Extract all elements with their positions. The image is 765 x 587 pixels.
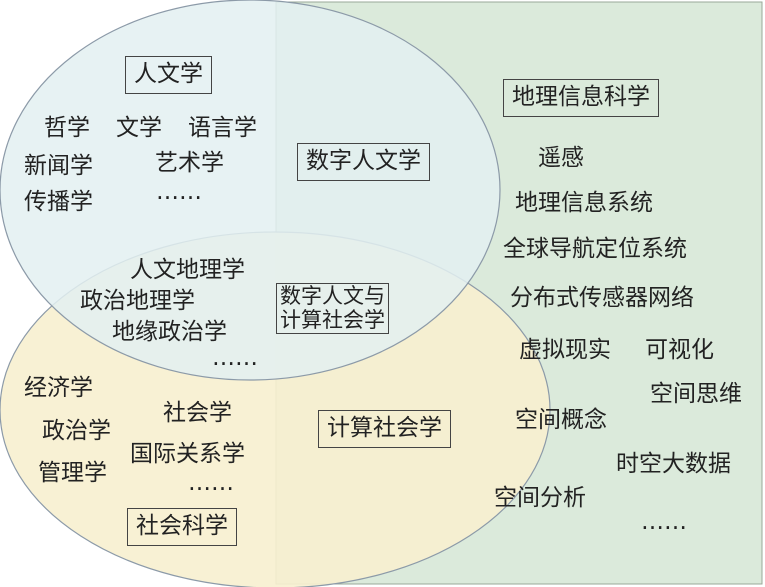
digital-humanities-box: 数字人文学 <box>297 143 430 181</box>
geo-item-spatial-thinking: 空间思维 <box>650 381 742 407</box>
geo-item-spatial-analysis: 空间分析 <box>494 485 586 511</box>
humanities-item-linguistics: 语言学 <box>188 115 257 141</box>
humanities-title-box: 人文学 <box>125 56 212 94</box>
overlap-item-ellipsis: …… <box>212 345 258 371</box>
geo-item-spatiotemporal-big-data: 时空大数据 <box>616 451 731 477</box>
social-item-sociology: 社会学 <box>163 400 232 426</box>
social-item-management: 管理学 <box>38 460 107 486</box>
humanities-title: 人文学 <box>134 61 203 87</box>
humanities-item-philosophy: 哲学 <box>44 115 90 141</box>
humanities-item-journalism: 新闻学 <box>24 153 93 179</box>
geo-item-virtual-reality: 虚拟现实 <box>519 337 611 363</box>
geo-item-ellipsis: …… <box>641 509 687 535</box>
humanities-ellipse <box>0 0 501 381</box>
overlap-box-line1: 数字人文与 <box>280 284 385 308</box>
computational-social-box: 计算社会学 <box>318 410 451 448</box>
geo-item-gnss: 全球导航定位系统 <box>503 236 687 262</box>
overlap-item-geopolitics: 地缘政治学 <box>112 319 227 345</box>
social-science-title-box: 社会科学 <box>127 508 237 546</box>
humanities-item-communication: 传播学 <box>24 189 93 215</box>
geo-item-spatial-concept: 空间概念 <box>515 407 607 433</box>
geo-item-sensor-network: 分布式传感器网络 <box>510 285 694 311</box>
computational-social-title: 计算社会学 <box>327 415 442 441</box>
overlap-box-line2: 计算社会学 <box>280 307 385 332</box>
social-science-title: 社会科学 <box>136 513 228 539</box>
geo-item-gis: 地理信息系统 <box>515 190 653 216</box>
humanities-item-ellipsis: …… <box>156 179 202 205</box>
social-item-economics: 经济学 <box>24 375 93 401</box>
social-item-political-science: 政治学 <box>42 418 111 444</box>
geo-item-visualization: 可视化 <box>645 337 714 363</box>
social-item-ellipsis: …… <box>188 470 234 496</box>
digital-humanities-title: 数字人文学 <box>306 148 421 174</box>
geo-science-title-box: 地理信息科学 <box>503 79 659 117</box>
geo-item-remote-sensing: 遥感 <box>538 145 584 171</box>
overlap-item-human-geography: 人文地理学 <box>130 257 245 283</box>
social-item-international-relations: 国际关系学 <box>130 441 245 467</box>
geo-science-title: 地理信息科学 <box>512 84 650 110</box>
digital-humanities-computational-social-box: 数字人文与 计算社会学 <box>276 283 389 335</box>
humanities-item-literature: 文学 <box>116 115 162 141</box>
overlap-item-political-geography: 政治地理学 <box>80 288 195 314</box>
humanities-item-art: 艺术学 <box>155 150 224 176</box>
